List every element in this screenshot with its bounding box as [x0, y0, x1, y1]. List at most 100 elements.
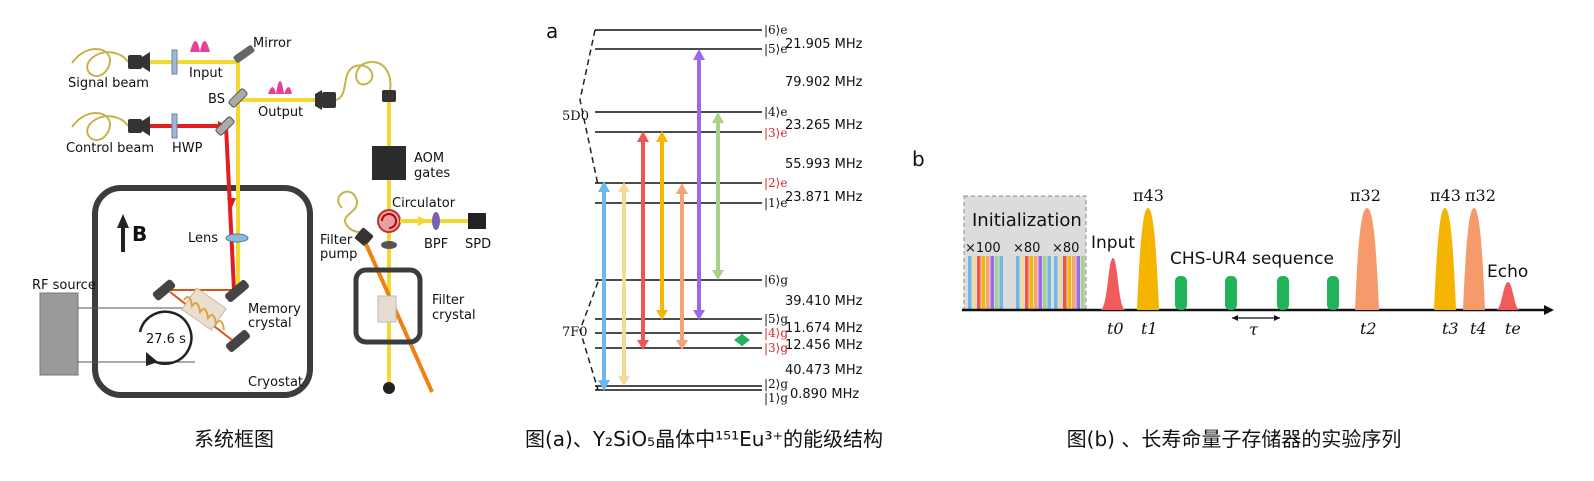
init-stripe — [1047, 256, 1051, 310]
split-6: 39.410 MHz — [785, 294, 863, 309]
hwp-plate — [171, 113, 178, 139]
pi32-label-2: π32 — [1465, 186, 1496, 205]
t4-label: t4 — [1470, 319, 1487, 338]
t2-label: t2 — [1360, 319, 1377, 338]
signal-beam-label: Signal beam — [68, 76, 149, 91]
pi43-pulse-1 — [1137, 208, 1159, 310]
rf-source-label: RF source — [32, 278, 96, 293]
init-stripe — [972, 256, 976, 310]
memory-crystal-label-1: Memory — [248, 302, 301, 317]
pi43-pulse-2 — [1434, 208, 1456, 310]
control-beam-label: Control beam — [66, 141, 154, 156]
pi43-label-2: π43 — [1430, 186, 1461, 205]
hwp-label: HWP — [172, 141, 203, 156]
memory-mirror-2 — [225, 280, 249, 302]
ground-bracket — [579, 281, 599, 391]
filter-crystal-label-2: crystal — [432, 308, 476, 323]
cryostat-label: Cryostat — [248, 375, 303, 390]
rf-source-box — [39, 292, 79, 376]
bs-label: BS — [208, 92, 225, 107]
init-stripe — [977, 256, 981, 310]
input-pulse-icon — [190, 41, 210, 52]
label-g4: |4⟩g — [764, 326, 788, 340]
input-label: Input — [189, 66, 223, 81]
filter-pump-label-2: pump — [320, 247, 357, 262]
rep-label-2: ×80 — [1013, 241, 1040, 256]
split-4: 55.993 MHz — [785, 157, 863, 172]
t0-label: t0 — [1107, 319, 1124, 338]
init-stripe — [1072, 256, 1076, 310]
init-stripe — [990, 256, 994, 310]
label-g3: |3⟩g — [764, 341, 788, 355]
init-stripe — [1076, 256, 1080, 310]
echo-label: Echo — [1487, 262, 1528, 282]
spd-box — [468, 213, 486, 229]
signal-fiber-icon — [71, 48, 150, 78]
chs-pulse-3 — [1277, 276, 1289, 310]
initialization-pulse-stripes — [968, 256, 1085, 310]
transition-arrows — [598, 49, 750, 391]
control-fiber-icon — [71, 112, 150, 142]
label-g2: |2⟩g — [764, 377, 788, 391]
input-waveplate — [171, 49, 178, 75]
split-9: 40.473 MHz — [785, 363, 863, 378]
chs-pulse-1 — [1175, 276, 1187, 310]
split-2: 79.902 MHz — [785, 75, 863, 90]
init-stripe — [1034, 256, 1038, 310]
filter-pump-fiber-icon — [354, 227, 374, 247]
end-detector-icon — [383, 382, 395, 394]
memory-mirror-1 — [152, 279, 176, 301]
label-e6: |6⟩e — [764, 23, 787, 37]
init-stripe — [981, 256, 985, 310]
bpf-label: BPF — [424, 237, 448, 252]
pi43-label-1: π43 — [1133, 186, 1164, 205]
b-field-label: B — [132, 222, 147, 246]
init-stripe — [1043, 256, 1047, 310]
init-stripe — [986, 256, 990, 310]
init-stripe — [1067, 256, 1071, 310]
init-stripe — [1063, 256, 1067, 310]
label-e5: |5⟩e — [764, 42, 787, 56]
init-stripe — [1058, 256, 1062, 310]
aom-label-1: AOM — [414, 151, 444, 166]
excited-bracket — [579, 29, 599, 186]
cryostat-box — [92, 185, 313, 398]
label-e2: |2⟩e — [764, 176, 787, 190]
caption-left: 系统框图 — [194, 427, 274, 451]
chs-pulse-4 — [1327, 276, 1339, 310]
bs-icon — [228, 88, 248, 108]
caption-middle: 图(a)、Y₂SiO₅晶体中¹⁵¹Eu³⁺的能级结构 — [525, 427, 883, 451]
ground-group-label: 7F0 — [562, 325, 588, 340]
memory-crystal-coil-icon — [181, 287, 227, 331]
label-g5: |5⟩g — [764, 312, 788, 326]
chs-pulse-2 — [1225, 276, 1237, 310]
mirror-icon — [233, 45, 255, 63]
init-stripe — [1025, 256, 1029, 310]
filter-crystal-icon — [377, 295, 397, 323]
split-8: 12.456 MHz — [785, 338, 863, 353]
output-pulse-icon — [268, 81, 292, 94]
memory-mirror-3 — [226, 330, 250, 352]
init-stripe — [1054, 256, 1058, 310]
initialization-label: Initialization — [972, 210, 1082, 231]
pulse-sequence-diagram: b Initialization ×100 ×80 ×80 Input CHS-… — [912, 147, 1554, 339]
lifetime-label: 27.6 s — [146, 332, 186, 347]
split-3: 23.265 MHz — [785, 118, 863, 133]
filter-crystal-label-1: Filter — [432, 293, 465, 308]
lens-icon — [225, 233, 249, 243]
caption-right: 图(b) 、长寿命量子存储器的实验序列 — [1067, 427, 1402, 451]
split-1: 21.905 MHz — [785, 37, 863, 52]
aom-box — [372, 146, 406, 180]
label-e3: |3⟩e — [764, 126, 787, 140]
init-stripe — [995, 256, 999, 310]
init-stripe — [1016, 256, 1020, 310]
init-stripe — [999, 256, 1003, 310]
memory-crystal-label-2: crystal — [248, 316, 292, 331]
input-pulse — [1100, 258, 1126, 310]
circulator-label: Circulator — [392, 196, 456, 211]
lens-label: Lens — [188, 231, 218, 246]
lifetime-loop-icon — [138, 310, 193, 365]
excited-group-label: 5D0 — [562, 109, 589, 124]
chs-sequence-label: CHS-UR4 sequence — [1170, 249, 1334, 269]
rep-label-3: ×80 — [1052, 241, 1079, 256]
